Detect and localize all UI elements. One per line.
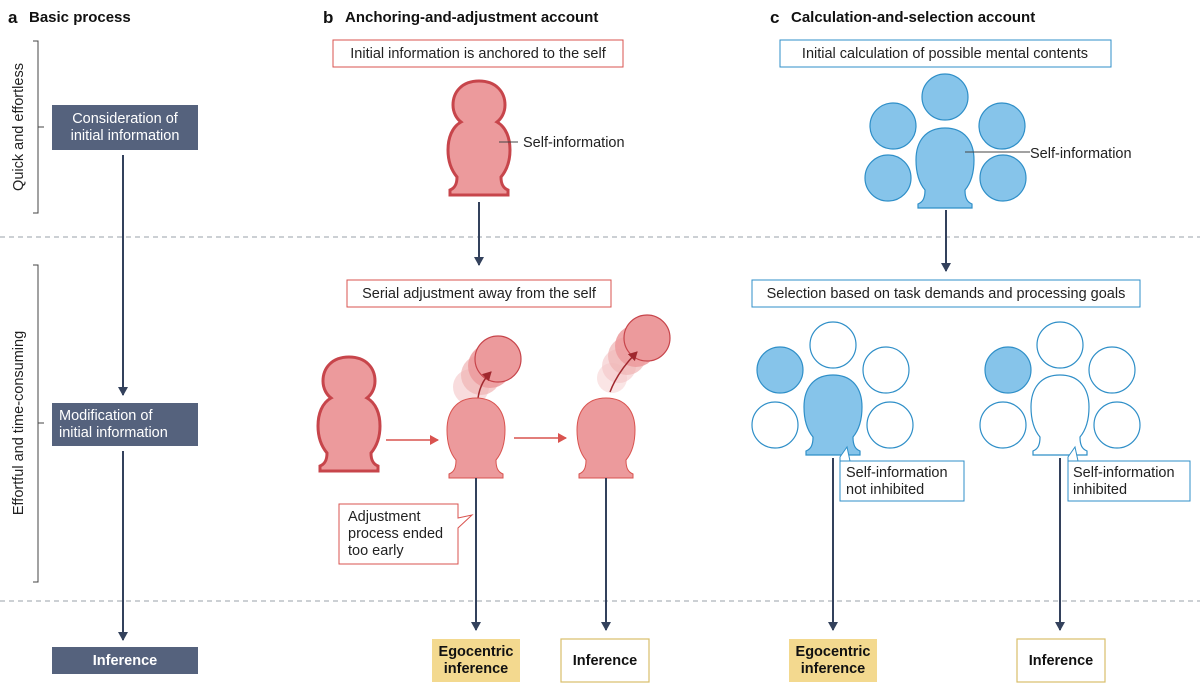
basic-step2-line1: Modification of [59, 408, 153, 424]
panel-c-letter: c [770, 8, 779, 27]
calc-inference-box [1016, 638, 1106, 683]
anchoring-callout-box [338, 503, 474, 565]
anchoring-top-label: Initial information is anchored to the s… [350, 46, 606, 62]
calc-cluster-top [864, 73, 1027, 209]
adjust-head-2 [576, 314, 671, 479]
calc-egocentric-line2: inference [801, 661, 865, 677]
anchoring-callout-line2: process ended [348, 526, 443, 542]
basic-step2-box [52, 403, 198, 446]
calc-callout-right-line2: inhibited [1073, 482, 1127, 498]
anchoring-top-box [332, 39, 624, 68]
basic-step2-line2: initial information [59, 425, 168, 441]
calc-callout-right-line1: Self-information [1073, 465, 1175, 481]
basic-step1-line1: Consideration of [72, 111, 179, 127]
label-effortful: Effortful and time-consuming [11, 331, 27, 515]
basic-step1-box [52, 105, 198, 150]
anchoring-egocentric-box [432, 639, 520, 682]
basic-step1-line2: initial information [71, 128, 180, 144]
calc-cluster-right [979, 321, 1141, 456]
self-info-label-b: Self-information [523, 135, 625, 151]
panel-b-header: b Anchoring-and-adjustment account [323, 8, 598, 27]
calc-egocentric-line1: Egocentric [796, 644, 871, 660]
anchoring-inference-label: Inference [573, 653, 637, 669]
anchoring-callout-line1: Adjustment [348, 509, 421, 525]
anchoring-egocentric-line1: Egocentric [439, 644, 514, 660]
calc-mid-box [751, 279, 1141, 308]
anchoring-mid-box [346, 279, 612, 308]
calc-top-box [779, 39, 1112, 68]
calc-callout-left-line1: Self-information [846, 465, 948, 481]
panel-b-letter: b [323, 8, 333, 27]
adjust-head-1 [446, 335, 522, 479]
calc-inference-label: Inference [1029, 653, 1093, 669]
anchoring-inference-box [560, 638, 650, 683]
calc-callout-right [1067, 445, 1191, 502]
panel-b-title: Anchoring-and-adjustment account [345, 9, 598, 26]
self-info-label-c: Self-information [1030, 146, 1132, 162]
calc-callout-left-line2: not inhibited [846, 482, 924, 498]
self-double-head-bottom [316, 355, 382, 473]
basic-step3-box [52, 647, 198, 674]
basic-step3-label: Inference [93, 653, 157, 669]
bracket-effortful [33, 264, 44, 583]
panel-a-title: Basic process [29, 9, 131, 26]
anchoring-mid-label: Serial adjustment away from the self [362, 286, 597, 302]
calc-mid-label: Selection based on task demands and proc… [767, 286, 1126, 302]
anchoring-callout-line3: too early [348, 543, 404, 559]
bracket-quick [33, 40, 44, 214]
calc-callout-left [839, 445, 965, 502]
panel-c-title: Calculation-and-selection account [791, 9, 1035, 26]
calc-egocentric-box [789, 639, 877, 682]
calc-cluster-left [751, 321, 914, 456]
panel-c-header: c Calculation-and-selection account [770, 8, 1035, 27]
self-double-head-top [446, 79, 512, 197]
label-quick: Quick and effortless [11, 63, 27, 191]
panel-a-header: a Basic process [8, 8, 131, 27]
calc-top-label: Initial calculation of possible mental c… [802, 46, 1088, 62]
panel-a-letter: a [8, 8, 18, 27]
anchoring-egocentric-line2: inference [444, 661, 508, 677]
